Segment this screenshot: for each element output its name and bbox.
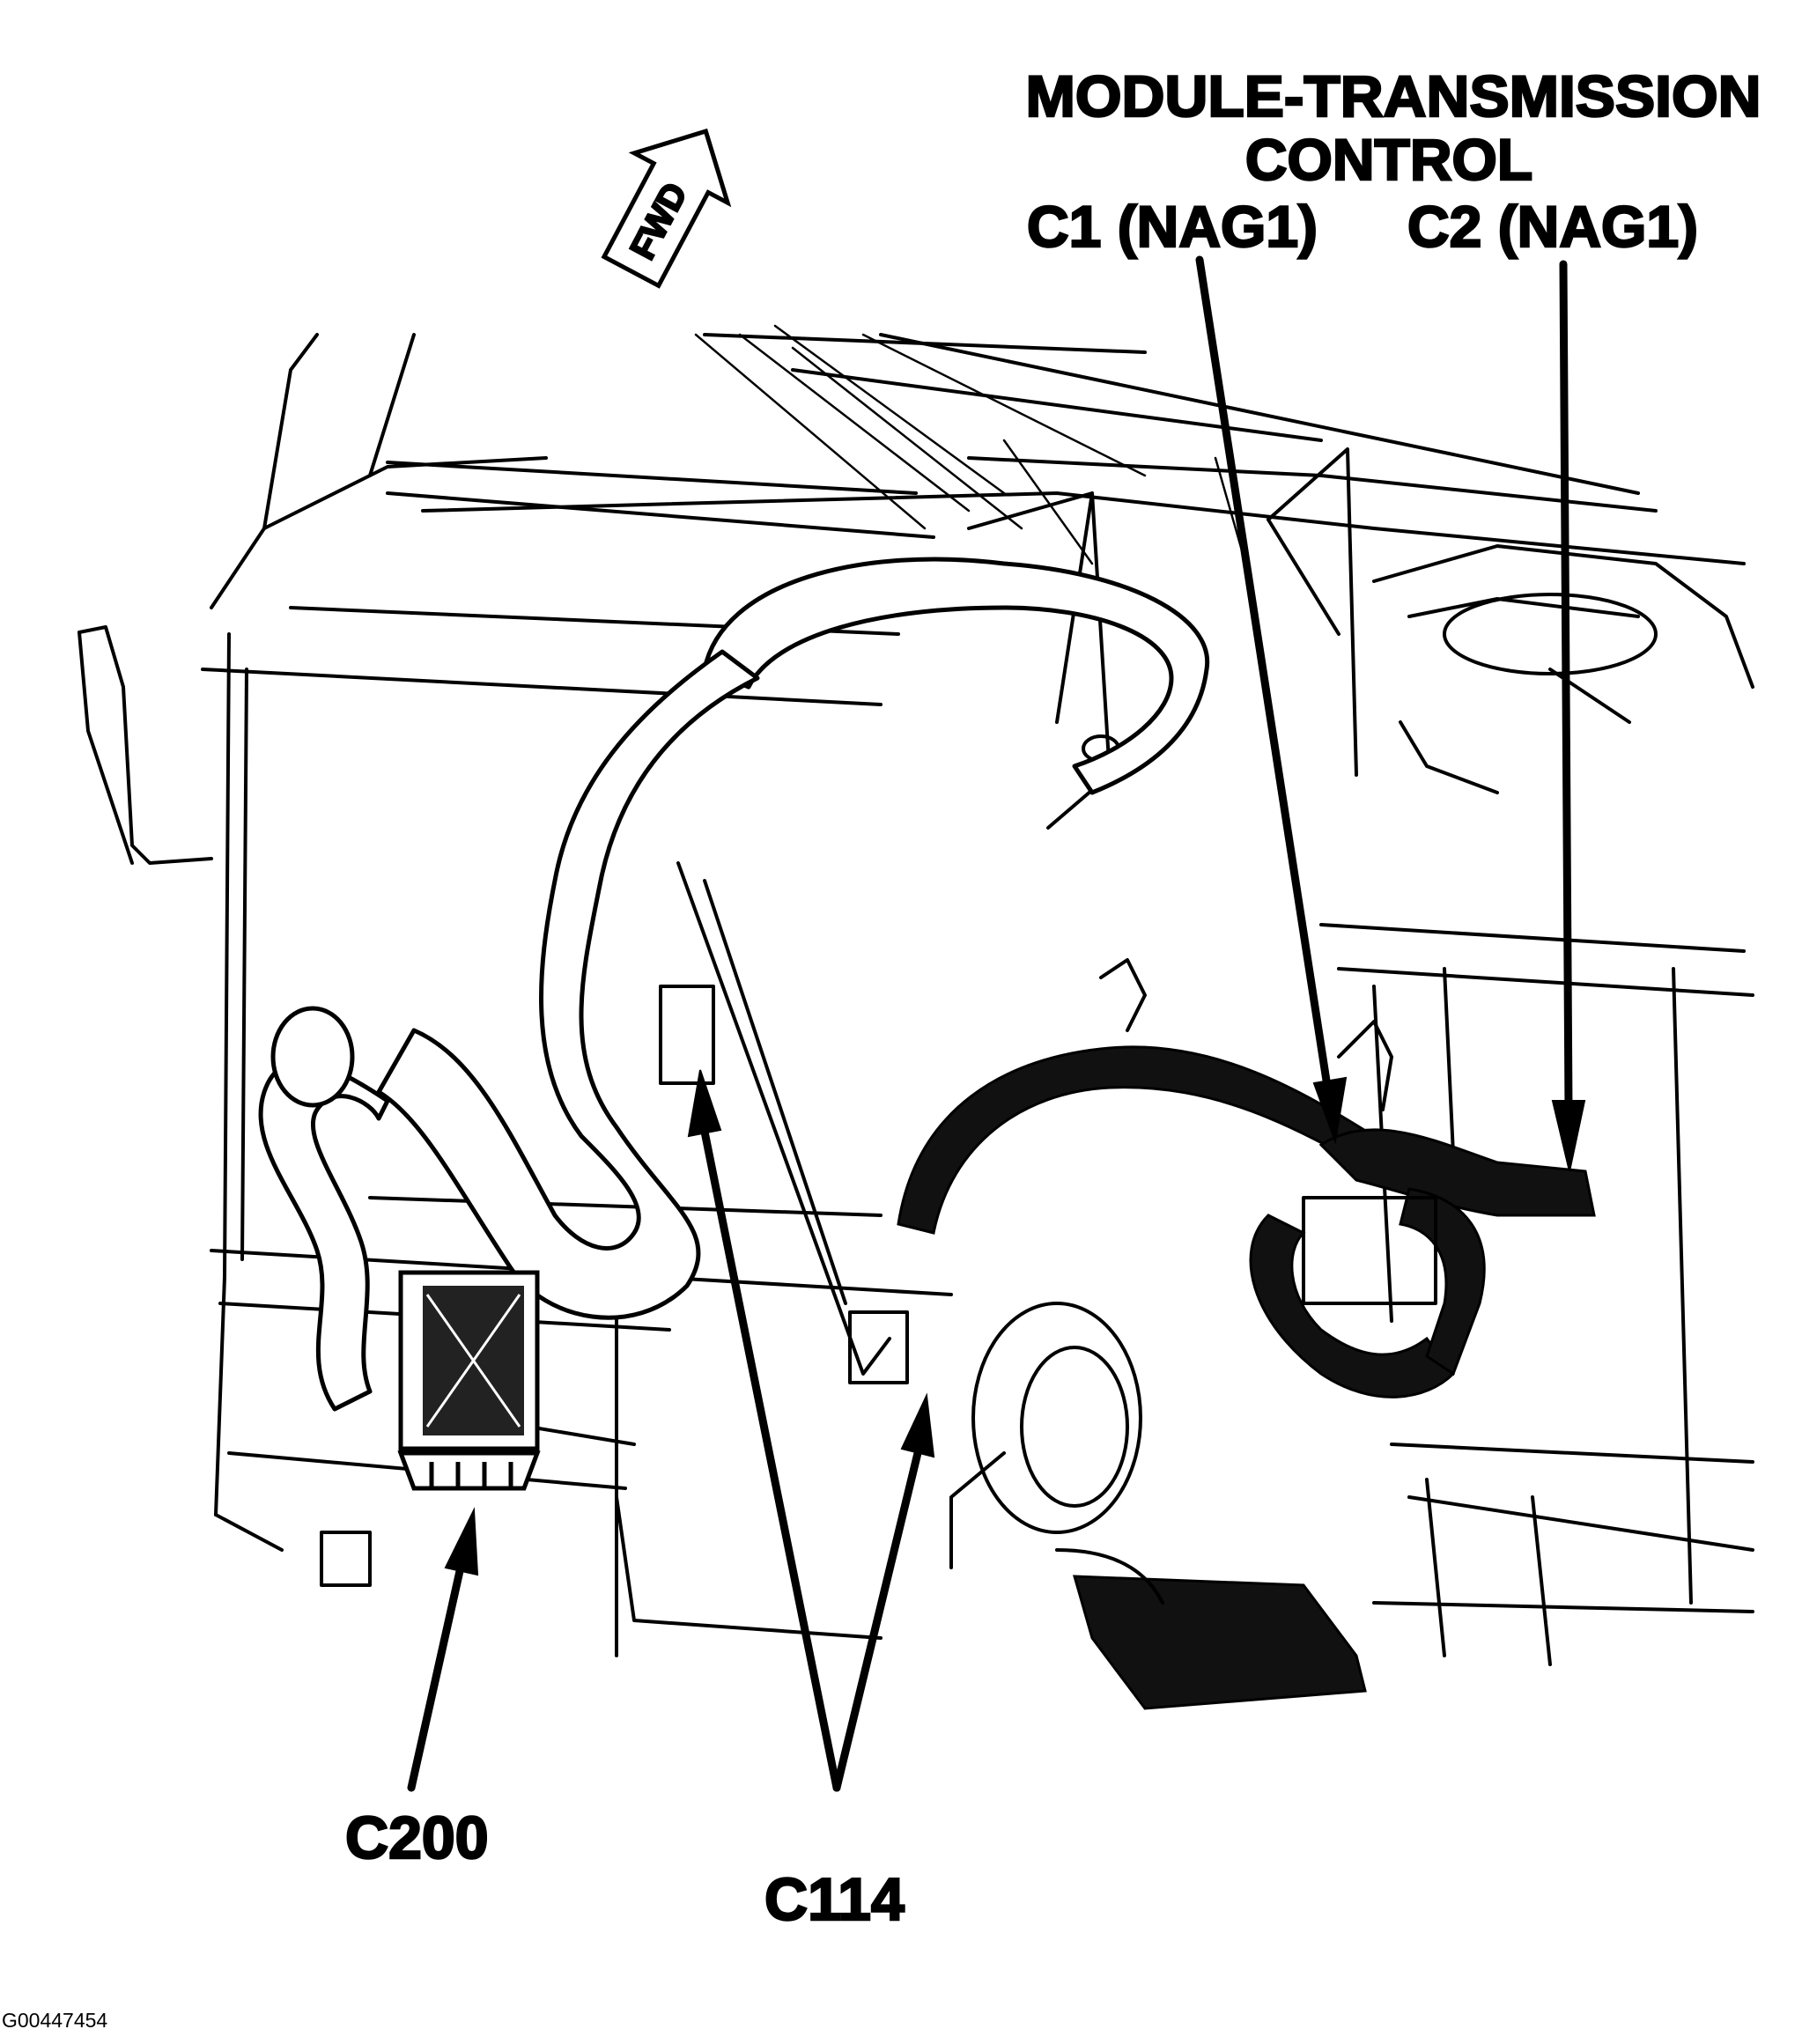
- callout-labels: MODULE-TRANSMISSION CONTROL C1 (NAG1) C2…: [2, 63, 1762, 2032]
- c200-connector: [397, 1270, 541, 1491]
- c114-label: C114: [764, 1866, 905, 1933]
- fwd-arrow-icon: FWD: [601, 128, 732, 289]
- bracket-structure: [676, 447, 1358, 1376]
- wiring-harness: [258, 557, 1596, 1710]
- c200-label: C200: [345, 1804, 489, 1871]
- body-structure: [78, 324, 1754, 1666]
- c2-nag1-label: C2 (NAG1): [1407, 194, 1698, 259]
- figure-id: G00447454: [2, 2009, 107, 2032]
- module-transmission-label: MODULE-TRANSMISSION: [1026, 63, 1761, 129]
- callout-leaders: [407, 255, 1586, 1792]
- control-label: CONTROL: [1245, 127, 1532, 192]
- c1-nag1-label: C1 (NAG1): [1027, 194, 1318, 259]
